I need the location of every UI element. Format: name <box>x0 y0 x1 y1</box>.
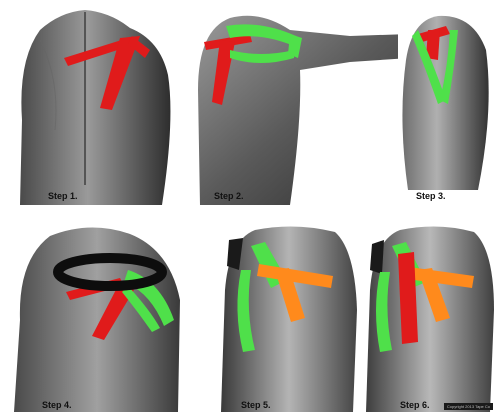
step-5-image <box>215 210 360 412</box>
step-6-panel: Step 6. Copyright 2013 Tape Co <box>362 210 495 412</box>
step-3-panel: Step 3. <box>398 0 495 205</box>
step-5-panel: Step 5. <box>215 210 360 412</box>
step-1-panel: Step 1. <box>0 0 180 205</box>
step-4-image <box>0 210 185 412</box>
step-2-label: Step 2. <box>214 191 244 201</box>
step-4-label: Step 4. <box>42 400 72 410</box>
step-2-panel: Step 2. <box>190 0 410 205</box>
step-6-image <box>362 210 495 412</box>
step-1-label: Step 1. <box>48 191 78 201</box>
step-6-label: Step 6. <box>400 400 430 410</box>
step-1-image <box>0 0 180 205</box>
step-3-image <box>398 0 495 205</box>
step-3-label: Step 3. <box>416 191 446 201</box>
step-5-label: Step 5. <box>241 400 271 410</box>
step-4-panel: Step 4. <box>0 210 185 412</box>
step-2-image <box>190 0 410 205</box>
watermark: Copyright 2013 Tape Co <box>444 403 493 410</box>
